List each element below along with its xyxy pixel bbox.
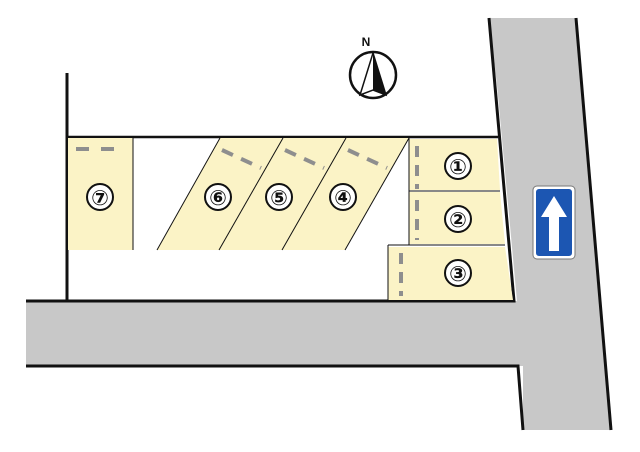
space-label-5: ⑤ — [265, 183, 293, 211]
road-edge-lower — [26, 364, 525, 431]
space-label-2: ② — [444, 205, 472, 233]
space-5-dash — [284, 148, 325, 170]
road-edge-right — [574, 17, 613, 431]
space-label-6: ⑥ — [204, 183, 232, 211]
svg-text:②: ② — [449, 208, 467, 232]
svg-text:⑦: ⑦ — [91, 186, 109, 210]
space-6-dash — [221, 148, 262, 170]
space-6-left-line — [156, 137, 221, 251]
svg-text:⑤: ⑤ — [270, 186, 288, 210]
road-horizontal — [26, 301, 526, 366]
one-way-up-arrow-icon — [532, 185, 576, 260]
svg-text:⑥: ⑥ — [209, 186, 227, 210]
space-4-dash — [347, 148, 388, 170]
north-compass-icon: N — [348, 35, 398, 100]
space-label-3: ③ — [444, 259, 472, 287]
space-label-7: ⑦ — [86, 183, 114, 211]
space-6-5-divider — [218, 137, 284, 251]
svg-text:④: ④ — [334, 186, 352, 210]
north-label: N — [362, 35, 371, 49]
space-4-right-line — [344, 137, 410, 251]
svg-text:①: ① — [449, 155, 467, 179]
space-label-4: ④ — [329, 183, 357, 211]
space-5-4-divider — [281, 137, 347, 251]
space-label-1: ① — [444, 152, 472, 180]
svg-text:③: ③ — [449, 262, 467, 286]
road-edge-upper — [26, 17, 516, 303]
